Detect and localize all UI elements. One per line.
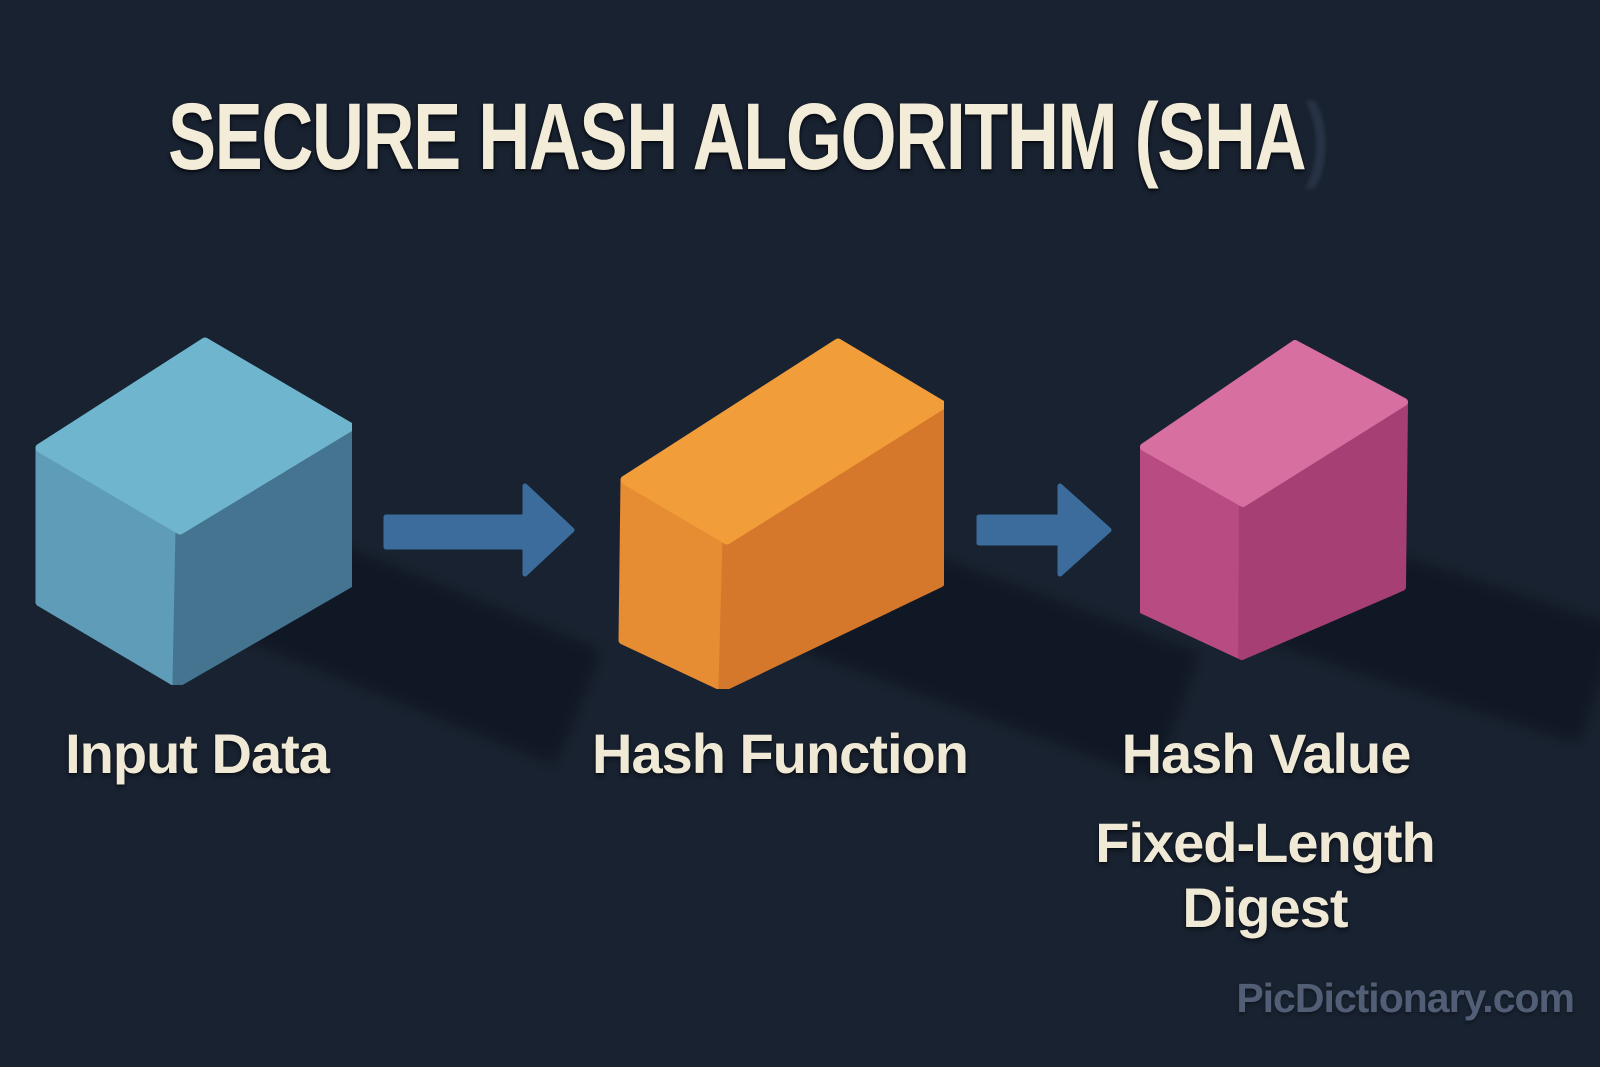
value-box-top-face [1140,340,1408,507]
watermark-text: PicDictionary.com [1236,975,1575,1021]
arrow-right-icon [383,483,575,577]
hash-value-box [1140,340,1408,660]
hash-function-box [618,338,944,689]
fixed-length-digest-label: Fixed-Length Digest [1095,810,1436,940]
page-title-text: SECURE HASH ALGORITHM (SHA [168,84,1307,190]
hash-value-label: Hash Value [1121,722,1412,785]
ghost-paren: ) [1305,84,1329,190]
input-data-box [35,337,352,685]
arrow-hash-to-value-icon [976,483,1112,577]
arrow-right-icon [976,483,1112,577]
hash-function-label: Hash Function [592,722,969,785]
fixed-length-line: Fixed-Length [1095,811,1436,874]
input-data-label: Input Data [65,722,330,785]
digest-line: Digest [1182,876,1348,939]
input-box-top-face [35,337,352,535]
arrow-input-to-hash-icon [383,483,575,577]
hash-box-top-face [620,338,944,545]
page-title: SECURE HASH ALGORITHM (SHA) [168,90,1329,185]
